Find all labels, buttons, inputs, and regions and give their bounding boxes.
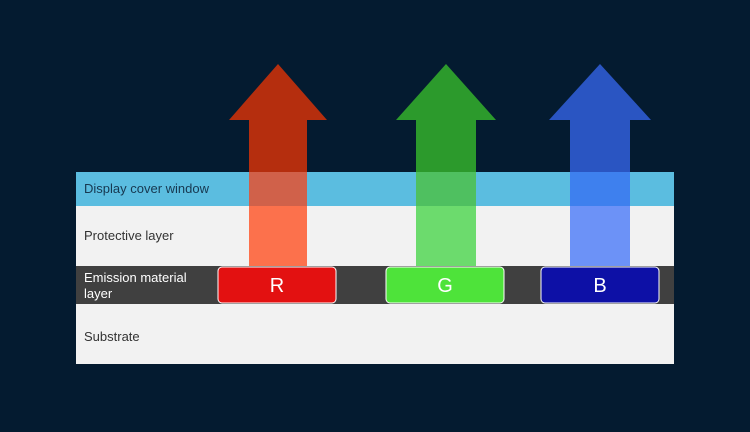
subpixel-b-label: B — [593, 275, 606, 297]
green-light-arrow — [396, 64, 496, 266]
green-arrow-head — [396, 64, 496, 120]
substrate-label: Substrate — [84, 329, 140, 344]
green-arrow-shaft-top — [416, 119, 476, 173]
emission-layer-label-line1: Emission material — [84, 270, 187, 285]
subpixel-g-label: G — [437, 275, 453, 297]
substrate-layer — [76, 304, 674, 364]
blue-arrow-head — [549, 64, 651, 120]
emission-layer-label-line2: layer — [84, 286, 113, 301]
blue-light-arrow — [549, 64, 651, 266]
blue-arrow-shaft-top — [570, 119, 630, 173]
green-arrow-shaft-cover — [416, 172, 476, 206]
subpixel-b — [540, 266, 660, 304]
blue-arrow-shaft-cover — [570, 172, 630, 206]
red-arrow-head — [229, 64, 327, 120]
subpixel-r-label: R — [270, 275, 284, 297]
protective-layer-label: Protective layer — [84, 228, 174, 243]
cover-window-label: Display cover window — [84, 181, 210, 196]
red-arrow-shaft-cover — [249, 172, 307, 206]
blue-arrow-shaft-low — [570, 206, 630, 266]
green-arrow-shaft-low — [416, 206, 476, 266]
red-arrow-shaft-low — [249, 206, 307, 266]
red-light-arrow — [229, 64, 327, 266]
subpixel-r — [217, 266, 337, 304]
red-arrow-shaft-top — [249, 119, 307, 173]
subpixel-g — [385, 266, 505, 304]
